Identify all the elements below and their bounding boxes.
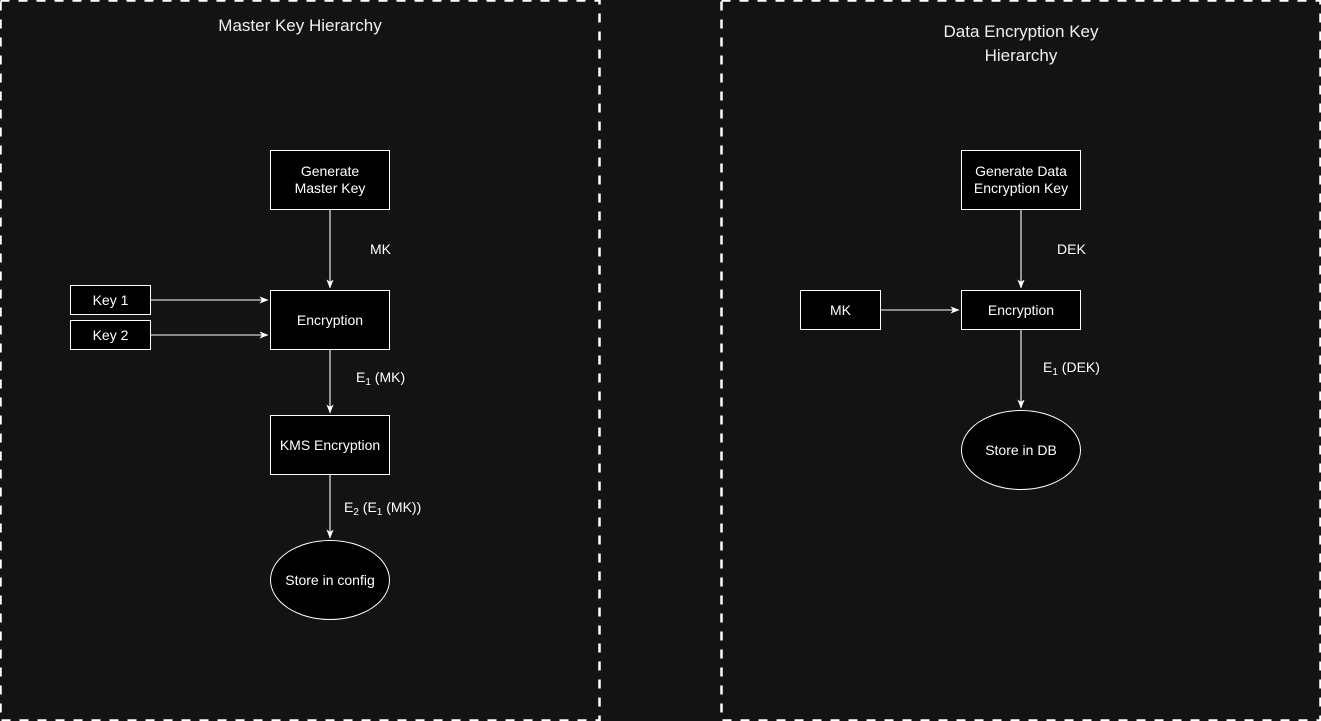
node-generate-data-encryption-key[interactable]: Generate Data Encryption Key: [961, 150, 1081, 210]
node-encryption[interactable]: Encryption: [270, 290, 390, 350]
panel-frame-master-key: [0, 0, 601, 721]
node-store-in-config[interactable]: Store in config: [270, 540, 390, 620]
node-key-2[interactable]: Key 2: [70, 320, 151, 350]
node-key-1[interactable]: Key 1: [70, 285, 151, 315]
node-encryption-dek[interactable]: Encryption: [961, 290, 1081, 330]
node-kms-encryption[interactable]: KMS Encryption: [270, 415, 390, 475]
node-mk[interactable]: MK: [800, 290, 881, 330]
node-store-in-db[interactable]: Store in DB: [961, 410, 1081, 490]
node-generate-master-key[interactable]: Generate Master Key: [270, 150, 390, 210]
